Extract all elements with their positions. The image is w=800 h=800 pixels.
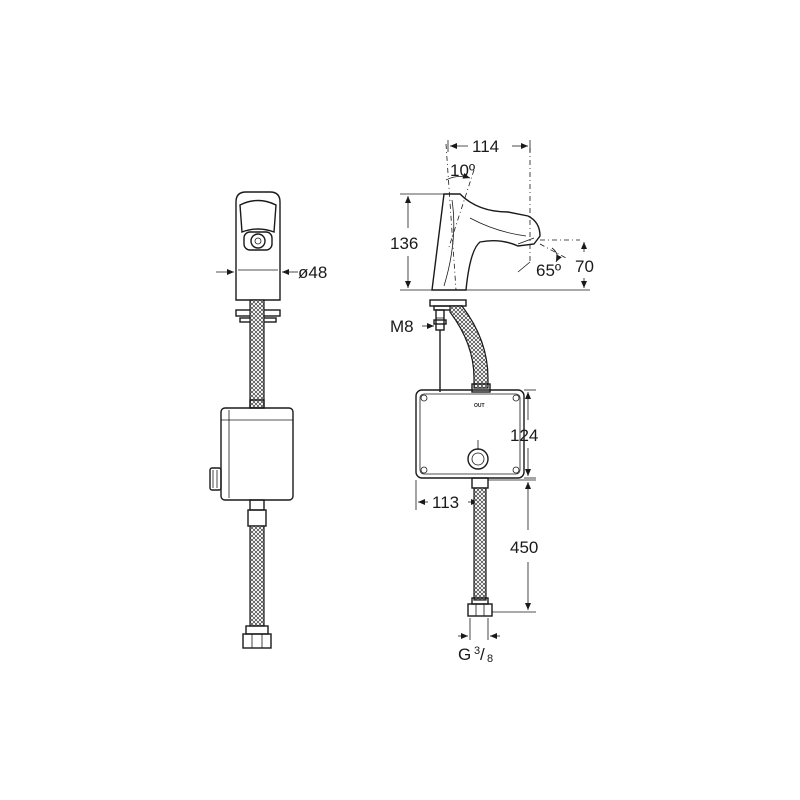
sensor-beam-down xyxy=(517,261,531,273)
dim-sensor-angle: 65º xyxy=(536,247,562,280)
side-view: 114 10º 136 65º 70 xyxy=(390,137,594,665)
spout-tilt-line xyxy=(447,169,475,251)
hose-length-label: 450 xyxy=(510,538,538,557)
dim-box-height: 124 xyxy=(510,389,538,479)
sensor-angle-label: 65º xyxy=(536,261,561,280)
dim-faucet-height: 136 xyxy=(390,193,444,291)
side-control-box: OUT xyxy=(415,389,525,489)
front-lower-nut xyxy=(247,509,267,527)
spout-axis xyxy=(445,143,457,291)
dim-connection: G 3 / 8 xyxy=(458,618,500,665)
spout-reach-label: 114 xyxy=(472,137,499,156)
box-width-label: 113 xyxy=(432,493,459,512)
connection-denominator: 8 xyxy=(487,653,493,665)
dim-box-width: 113 xyxy=(415,480,481,512)
front-view: ø48 xyxy=(209,191,327,649)
connection-g-label: G xyxy=(458,645,471,664)
box-height-label: 124 xyxy=(510,426,538,445)
dim-hose-length: 450 xyxy=(488,479,538,613)
thread-label: M8 xyxy=(390,317,414,336)
dim-spout-reach: 114 xyxy=(447,137,531,156)
front-bottom-fitting xyxy=(242,625,272,649)
dim-diameter: ø48 xyxy=(216,263,327,282)
box-out-label: OUT xyxy=(474,403,485,409)
faucet-height-label: 136 xyxy=(390,234,418,253)
side-lower-hose xyxy=(473,487,487,601)
box-adjust-knob xyxy=(467,448,489,470)
side-bottom-fitting xyxy=(467,597,493,617)
diameter-label: ø48 xyxy=(298,263,327,282)
side-upper-hose xyxy=(449,305,489,389)
sensor-height-label: 70 xyxy=(575,257,594,276)
dim-sensor-height: 70 xyxy=(466,242,594,291)
side-faucet-body xyxy=(431,193,541,291)
sensor-beam-low xyxy=(539,243,567,259)
front-faucet-body xyxy=(235,191,281,301)
front-lower-hose xyxy=(249,525,265,627)
front-control-box xyxy=(209,399,294,511)
connection-numerator: 3 xyxy=(474,645,480,657)
connection-slash: / xyxy=(480,645,485,664)
dim-thread: M8 xyxy=(390,317,434,336)
front-upper-hose xyxy=(249,299,265,409)
spout-angle-label: 10º xyxy=(450,161,475,180)
side-upper-nut xyxy=(471,383,491,393)
dim-spout-angle: 10º xyxy=(445,161,475,181)
